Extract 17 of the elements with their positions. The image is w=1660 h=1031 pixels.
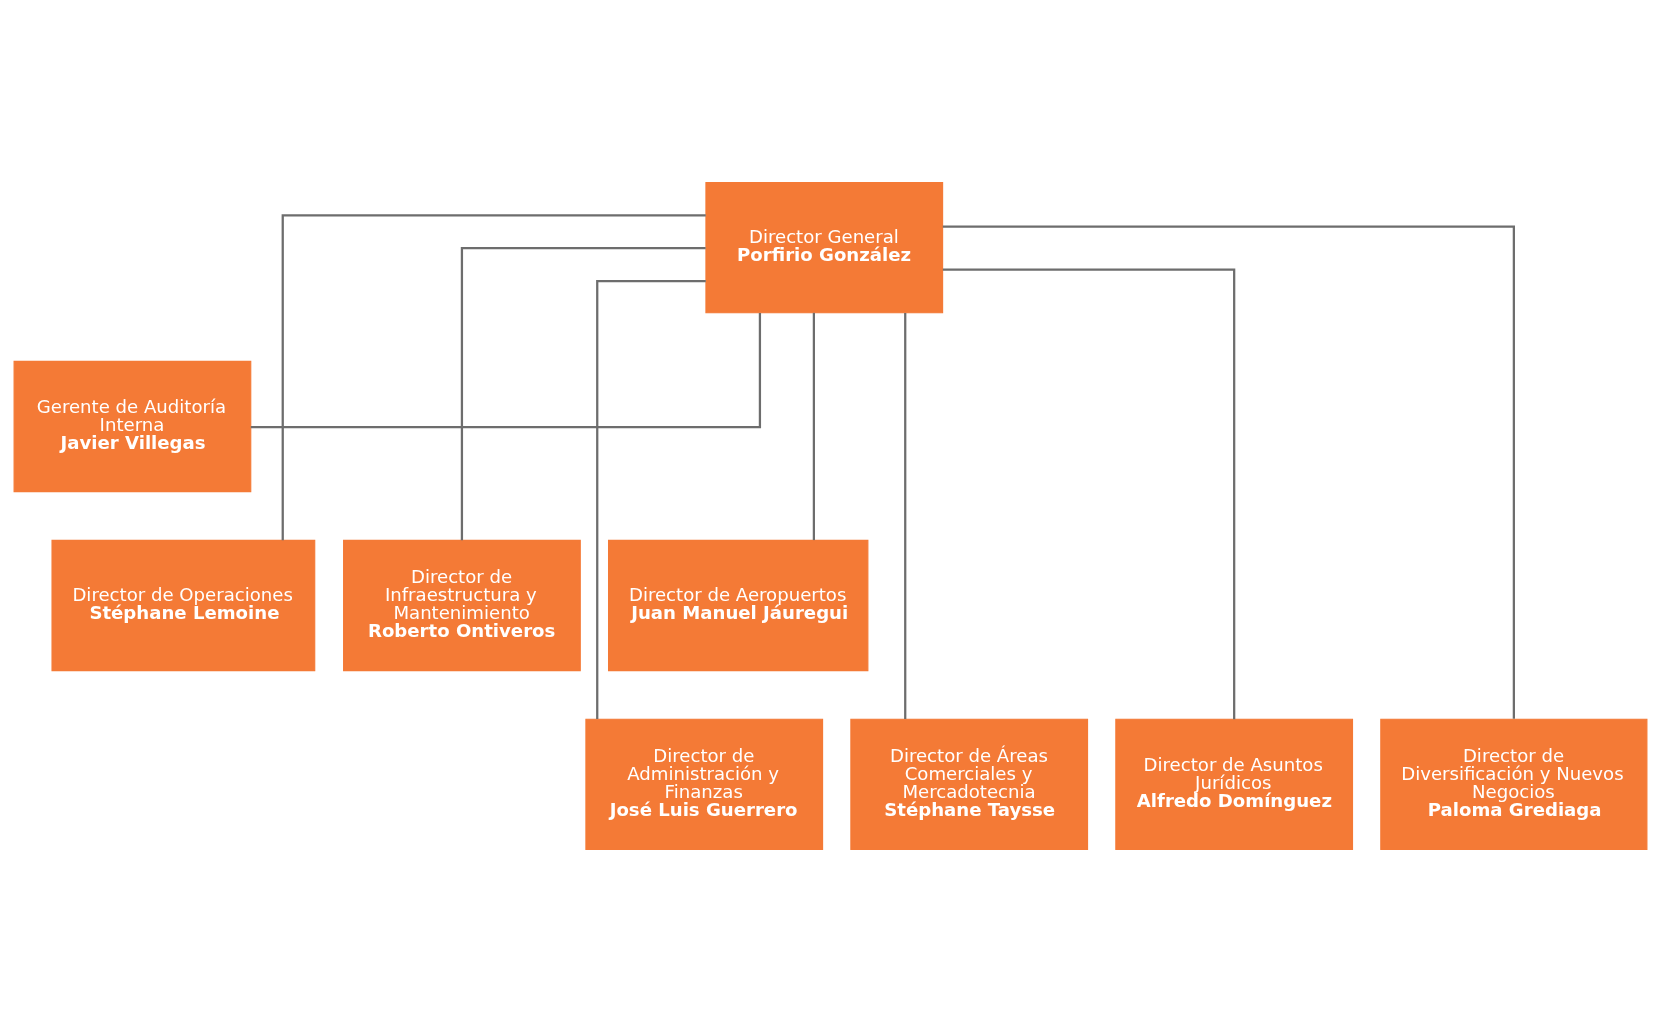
node-box: Gerente de Auditoría Interna Javier Villegas	[13, 360, 251, 492]
connector	[250, 312, 761, 428]
node-box: Director de Administración y Finanzas José Luis Guerrero	[584, 718, 823, 850]
connector	[460, 246, 706, 540]
connector	[903, 312, 906, 719]
node-box: Director General Porfirio González	[704, 181, 943, 313]
node-box: Director de Operaciones Stéphane Lemoine	[50, 539, 315, 671]
node-box: Director de Infraestructura y Mantenimiento Roberto Ontiveros	[342, 539, 581, 671]
node-box: Director de Aeropuertos Juan Manuel Jáuregui	[607, 539, 868, 671]
connector	[595, 279, 706, 719]
connector	[812, 312, 815, 540]
connector	[942, 225, 1515, 719]
connector	[942, 268, 1235, 719]
node-box: Director de Áreas Comerciales y Mercadotecnia Stéphane Taysse	[849, 718, 1088, 850]
node-box: Director de Diversificación y Nuevos Negocios Paloma Grediaga	[1379, 718, 1647, 850]
node-box: Director de Asuntos Jurídicos Alfredo Domínguez	[1114, 718, 1353, 850]
connector	[281, 213, 706, 540]
